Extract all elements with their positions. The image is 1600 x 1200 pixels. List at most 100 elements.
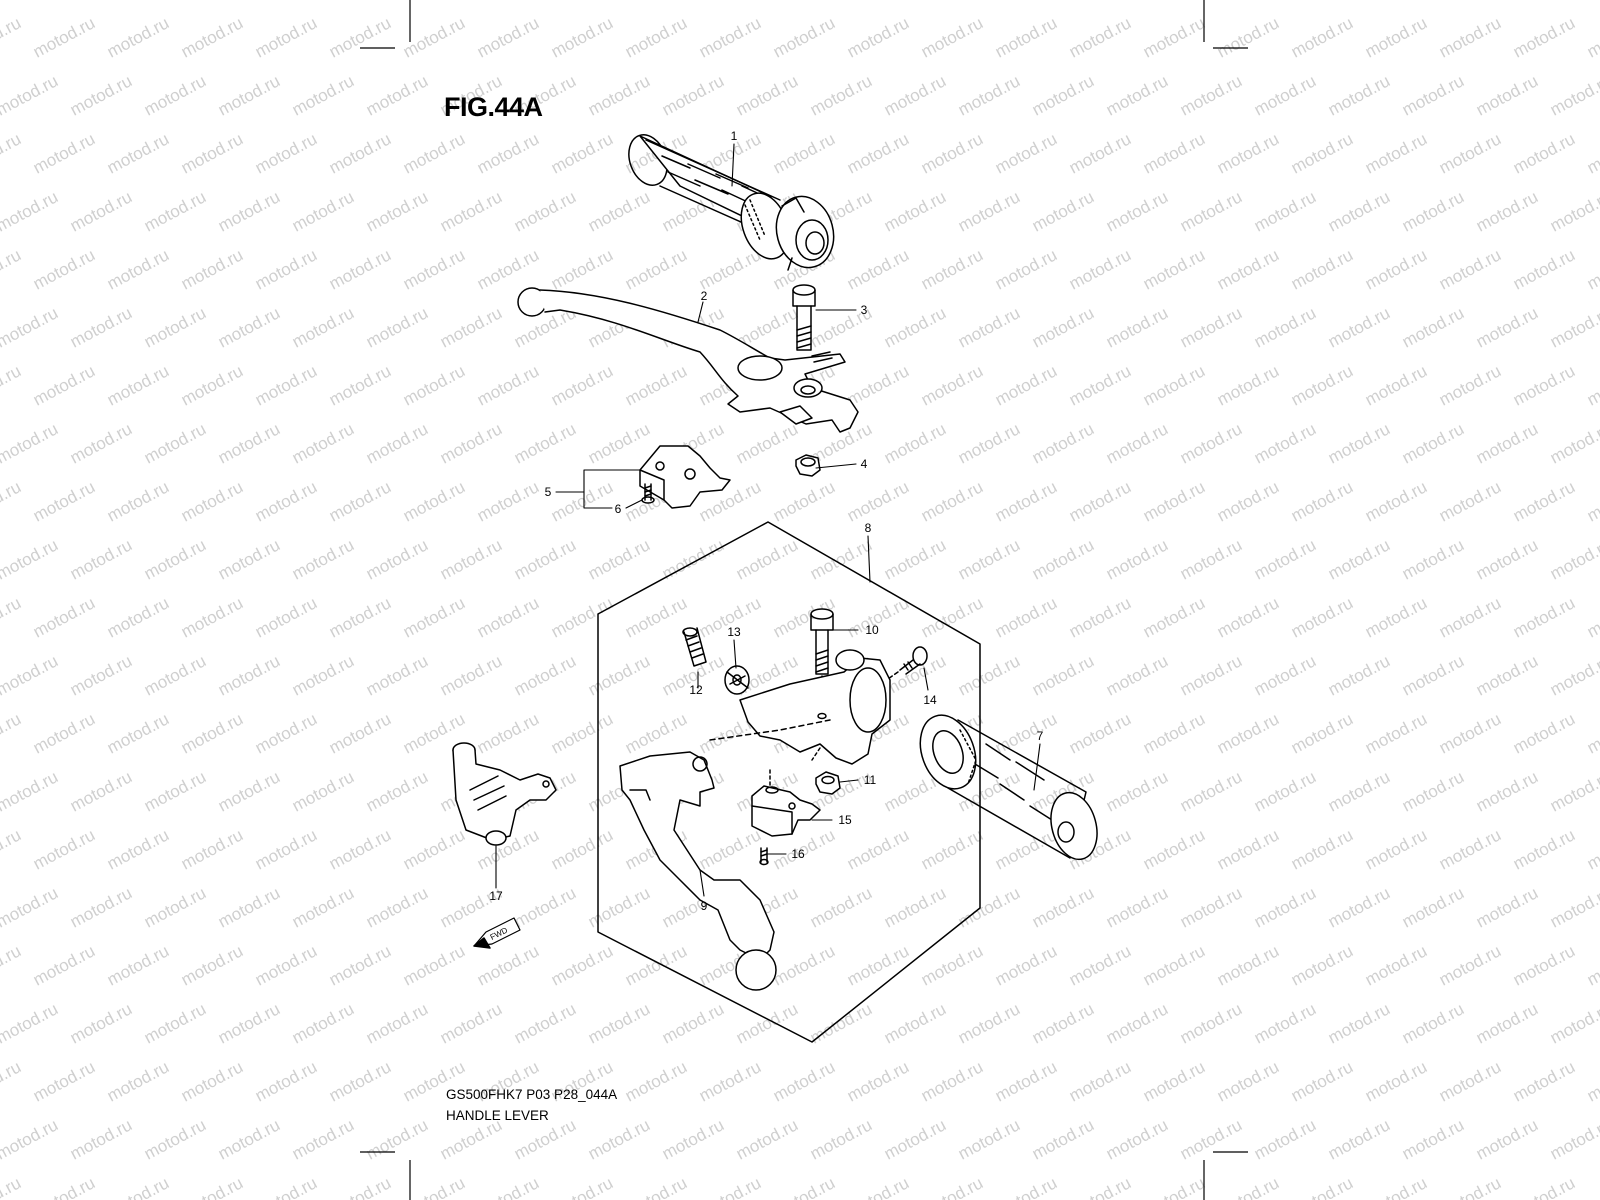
watermark-text: motod.ru bbox=[992, 129, 1060, 177]
watermark-text: motod.ru bbox=[1177, 767, 1245, 815]
watermark-text: motod.ru bbox=[1177, 999, 1245, 1047]
watermark-text: motod.ru bbox=[1399, 999, 1467, 1047]
watermark-text: motod.ru bbox=[955, 0, 1023, 4]
watermark-text: motod.ru bbox=[289, 883, 357, 931]
watermark-text: motod.ru bbox=[1325, 767, 1393, 815]
watermark-text: motod.ru bbox=[659, 999, 727, 1047]
watermark-text: motod.ru bbox=[0, 883, 61, 931]
watermark-text: motod.ru bbox=[585, 535, 653, 583]
watermark-text: motod.ru bbox=[474, 1173, 542, 1200]
watermark-text: motod.ru bbox=[807, 0, 875, 4]
watermark-text: motod.ru bbox=[955, 535, 1023, 583]
watermark-text: motod.ru bbox=[1103, 303, 1171, 351]
watermark-text: motod.ru bbox=[659, 1115, 727, 1163]
watermark-text: motod.ru bbox=[1140, 361, 1208, 409]
watermark-text: motod.ru bbox=[0, 361, 24, 409]
watermark-text: motod.ru bbox=[955, 883, 1023, 931]
watermark-text: motod.ru bbox=[363, 883, 431, 931]
watermark-text: motod.ru bbox=[363, 535, 431, 583]
watermark-text: motod.ru bbox=[1547, 419, 1600, 467]
watermark-text: motod.ru bbox=[252, 129, 320, 177]
watermark-text: motod.ru bbox=[918, 129, 986, 177]
watermark-text: motod.ru bbox=[918, 1057, 986, 1105]
watermark-text: motod.ru bbox=[548, 825, 616, 873]
watermark-text: motod.ru bbox=[1325, 187, 1393, 235]
watermark-text: motod.ru bbox=[363, 419, 431, 467]
watermark-text: motod.ru bbox=[252, 361, 320, 409]
watermark-text: motod.ru bbox=[215, 303, 283, 351]
watermark-text: motod.ru bbox=[1103, 767, 1171, 815]
watermark-text: motod.ru bbox=[178, 1173, 246, 1200]
callout-6: 6 bbox=[615, 502, 622, 516]
watermark-text: motod.ru bbox=[1288, 245, 1356, 293]
watermark-text: motod.ru bbox=[1325, 71, 1393, 119]
watermark-text: motod.ru bbox=[252, 245, 320, 293]
watermark-text: motod.ru bbox=[215, 535, 283, 583]
watermark-text: motod.ru bbox=[0, 767, 61, 815]
watermark-text: motod.ru bbox=[696, 825, 764, 873]
watermark-text: motod.ru bbox=[1584, 13, 1600, 61]
watermark-text: motod.ru bbox=[363, 303, 431, 351]
watermark-text: motod.ru bbox=[511, 651, 579, 699]
watermark-text: motod.ru bbox=[215, 71, 283, 119]
watermark-text: motod.ru bbox=[215, 999, 283, 1047]
watermark-text: motod.ru bbox=[141, 1115, 209, 1163]
watermark-text: motod.ru bbox=[733, 1115, 801, 1163]
watermark-text: motod.ru bbox=[326, 245, 394, 293]
watermark-text: motod.ru bbox=[437, 999, 505, 1047]
watermark-text: motod.ru bbox=[30, 361, 98, 409]
watermark-text: motod.ru bbox=[955, 187, 1023, 235]
watermark-text: motod.ru bbox=[1473, 651, 1541, 699]
watermark-text: motod.ru bbox=[511, 187, 579, 235]
watermark-text: motod.ru bbox=[474, 13, 542, 61]
watermark-text: motod.ru bbox=[992, 941, 1060, 989]
watermark-text: motod.ru bbox=[881, 535, 949, 583]
watermark-text: motod.ru bbox=[1103, 187, 1171, 235]
watermark-text: motod.ru bbox=[104, 245, 172, 293]
watermark-text: motod.ru bbox=[1362, 709, 1430, 757]
watermark-text: motod.ru bbox=[1251, 999, 1319, 1047]
callout-12: 12 bbox=[689, 683, 703, 697]
watermark-text: motod.ru bbox=[585, 71, 653, 119]
watermark-text: motod.ru bbox=[992, 477, 1060, 525]
watermark-text: motod.ru bbox=[548, 709, 616, 757]
callout-10: 10 bbox=[865, 623, 879, 637]
watermark-text: motod.ru bbox=[474, 941, 542, 989]
watermark-text: motod.ru bbox=[1362, 477, 1430, 525]
watermark-text: motod.ru bbox=[1510, 361, 1578, 409]
watermark-text: motod.ru bbox=[622, 941, 690, 989]
watermark-text: motod.ru bbox=[844, 129, 912, 177]
watermark-text: motod.ru bbox=[659, 71, 727, 119]
watermark-text: motod.ru bbox=[104, 1057, 172, 1105]
watermark-text: motod.ru bbox=[1399, 0, 1467, 4]
watermark-text: motod.ru bbox=[1214, 245, 1282, 293]
adjuster-part bbox=[682, 627, 707, 667]
watermark-text: motod.ru bbox=[1177, 1115, 1245, 1163]
watermark-text: motod.ru bbox=[1140, 941, 1208, 989]
watermark-text: motod.ru bbox=[1103, 0, 1171, 4]
watermark-text: motod.ru bbox=[67, 999, 135, 1047]
watermark-text: motod.ru bbox=[1288, 825, 1356, 873]
watermark-text: motod.ru bbox=[881, 187, 949, 235]
watermark-text: motod.ru bbox=[1140, 825, 1208, 873]
watermark-text: motod.ru bbox=[437, 303, 505, 351]
watermark-text: motod.ru bbox=[1251, 187, 1319, 235]
watermark-text: motod.ru bbox=[770, 941, 838, 989]
watermark-text: motod.ru bbox=[1066, 1057, 1134, 1105]
figure-name: HANDLE LEVER bbox=[446, 1108, 549, 1123]
watermark-text: motod.ru bbox=[1584, 477, 1600, 525]
watermark-text: motod.ru bbox=[1362, 13, 1430, 61]
watermark-text: motod.ru bbox=[1140, 13, 1208, 61]
watermark-text: motod.ru bbox=[400, 941, 468, 989]
watermark-text: motod.ru bbox=[1325, 535, 1393, 583]
watermark-text: motod.ru bbox=[1473, 999, 1541, 1047]
watermark-text: motod.ru bbox=[585, 999, 653, 1047]
callout-15: 15 bbox=[838, 813, 852, 827]
watermark-text: motod.ru bbox=[1584, 245, 1600, 293]
watermark-text: motod.ru bbox=[1066, 361, 1134, 409]
watermark-text: motod.ru bbox=[844, 1173, 912, 1200]
watermark-text: motod.ru bbox=[1177, 419, 1245, 467]
watermark-text: motod.ru bbox=[1362, 361, 1430, 409]
